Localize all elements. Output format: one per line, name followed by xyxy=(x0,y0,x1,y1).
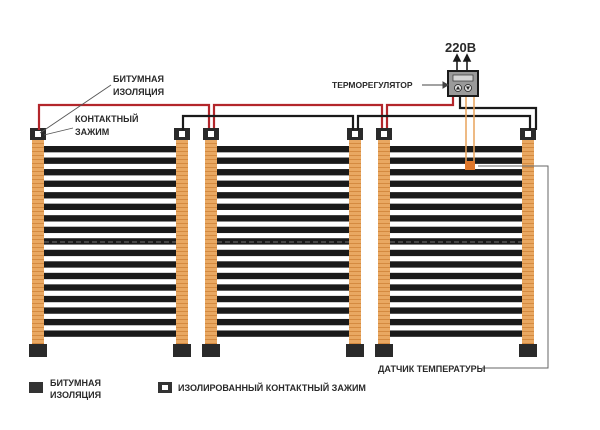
thermostat-label: ТЕРМОРЕГУЛЯТОР xyxy=(332,80,413,90)
heating-strip xyxy=(390,261,524,268)
bitumen-callout-label-2: ИЗОЛЯЦИЯ xyxy=(113,87,164,97)
clamp-callout-label-2: ЗАЖИМ xyxy=(75,127,109,137)
heating-strip xyxy=(390,203,524,210)
heating-strip xyxy=(390,215,524,222)
heating-strip xyxy=(217,318,351,326)
heating-strip xyxy=(217,203,351,210)
bitumen-insulation xyxy=(375,344,393,357)
heating-strip xyxy=(390,157,524,164)
heating-strip xyxy=(390,180,524,187)
neutral-wire xyxy=(181,95,538,130)
bitumen-callout-label: БИТУМНАЯ xyxy=(113,74,164,84)
heating-strip xyxy=(44,284,178,291)
clamp-callout-label: КОНТАКТНЫЙ xyxy=(75,113,138,124)
sensor-leader-line xyxy=(478,165,549,369)
heating-strip xyxy=(44,169,178,176)
heating-strip xyxy=(44,157,178,164)
heating-strip xyxy=(44,261,178,268)
heating-strip xyxy=(390,295,524,303)
bitumen-insulation xyxy=(173,344,191,357)
heating-strip xyxy=(217,261,351,268)
heating-strip xyxy=(390,249,524,257)
heating-strip xyxy=(44,226,178,234)
bitumen-insulation xyxy=(29,344,47,357)
heating-strip xyxy=(217,330,351,337)
heating-strip xyxy=(217,146,351,153)
callout-leader-lines xyxy=(39,84,112,136)
heating-strip xyxy=(44,203,178,210)
heating-strip xyxy=(44,295,178,303)
sensor-wire xyxy=(465,95,475,162)
heating-strip xyxy=(390,272,524,280)
heating-strip xyxy=(217,157,351,164)
heating-strip xyxy=(390,318,524,326)
heating-strip xyxy=(390,146,524,153)
heating-strip xyxy=(217,295,351,303)
sensor-label: ДАТЧИК ТЕМПЕРАТУРЫ xyxy=(378,364,486,374)
thermostat-display xyxy=(452,74,474,82)
thermostat xyxy=(447,70,479,97)
bitumen-insulation xyxy=(346,344,364,357)
heating-strip xyxy=(390,226,524,234)
copper-bus-right xyxy=(176,138,188,346)
heating-strip xyxy=(44,215,178,222)
heating-strip xyxy=(44,318,178,326)
copper-bus-right xyxy=(522,138,534,346)
bitumen-insulation xyxy=(202,344,220,357)
heating-strip xyxy=(217,272,351,280)
heating-strip xyxy=(44,249,178,257)
legend-bitumen-label-2: ИЗОЛЯЦИЯ xyxy=(50,390,101,400)
legend-bitumen-label: БИТУМНАЯ xyxy=(50,378,101,388)
legend-clamp-label: ИЗОЛИРОВАННЫЙ КОНТАКТНЫЙ ЗАЖИМ xyxy=(178,382,366,393)
power-label: 220В xyxy=(445,40,476,55)
temperature-sensor xyxy=(465,161,475,170)
heating-strip xyxy=(217,249,351,257)
heating-strip xyxy=(217,307,351,314)
heating-film-panel-3 xyxy=(375,128,537,357)
bitumen-insulation xyxy=(519,344,537,357)
heating-strip xyxy=(44,146,178,153)
heating-strip xyxy=(44,180,178,187)
heating-strip xyxy=(217,192,351,199)
heating-film-panel-1 xyxy=(29,128,191,357)
heating-film-panel-2 xyxy=(202,128,364,357)
heating-strip xyxy=(44,307,178,314)
heating-strip xyxy=(217,169,351,176)
heating-strip xyxy=(390,169,524,176)
legend-bitumen-swatch xyxy=(29,382,43,393)
copper-bus-left xyxy=(378,138,390,346)
heating-strip xyxy=(44,192,178,199)
heating-strip xyxy=(390,330,524,337)
copper-bus-left xyxy=(205,138,217,346)
heating-strip xyxy=(217,215,351,222)
power-arrows-icon xyxy=(452,53,472,71)
thermostat-arrow-icon xyxy=(422,81,449,89)
heating-strip xyxy=(390,307,524,314)
heating-strip xyxy=(390,192,524,199)
phase-wire xyxy=(37,95,455,130)
copper-bus-right xyxy=(349,138,361,346)
heating-strip xyxy=(217,226,351,234)
heating-strip xyxy=(44,330,178,337)
heating-strip xyxy=(217,180,351,187)
heating-strip xyxy=(390,284,524,291)
copper-bus-left xyxy=(32,138,44,346)
heating-strip xyxy=(44,272,178,280)
heating-strip xyxy=(217,284,351,291)
